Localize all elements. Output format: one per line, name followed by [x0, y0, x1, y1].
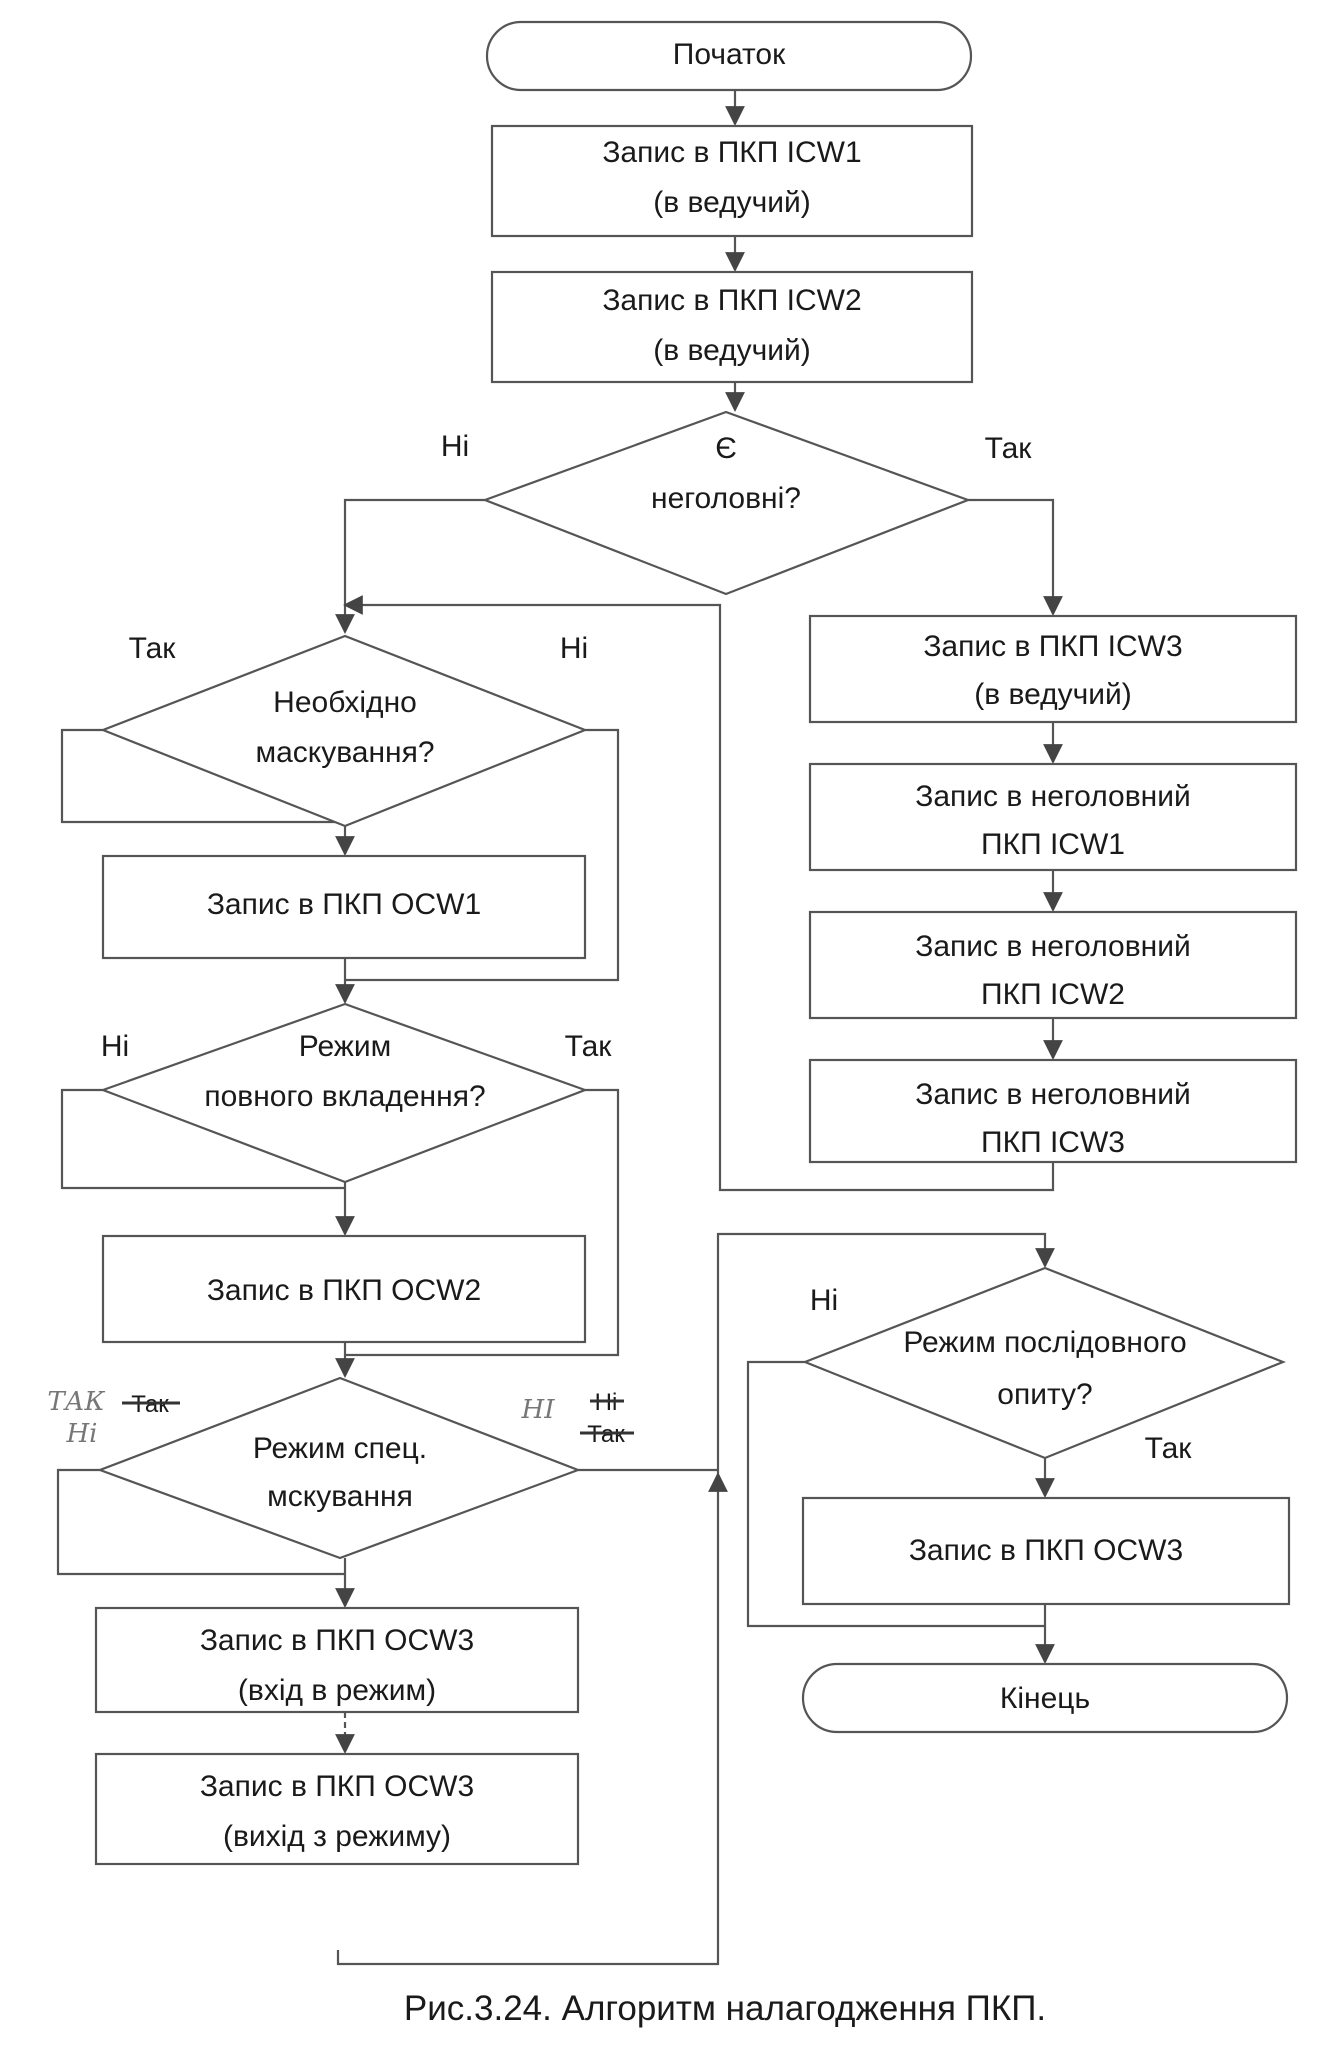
edge-labels: Ні Так Так Ні Ні Так ТАК Так Ні НІ Ні Та…: [47, 430, 1192, 1465]
node-ocw3-poll: Запис в ПКП OCW3: [801, 1496, 1291, 1606]
label-full-nest-yes: Так: [565, 1030, 613, 1063]
figure-caption: Рис.3.24. Алгоритм налагодження ПКП.: [404, 1989, 1046, 2028]
edge-exit-to-poll: [336, 1472, 728, 1966]
node-slave-icw2-line1: Запис в неголовний: [915, 930, 1191, 963]
edge-has-slaves-yes: [968, 498, 1063, 616]
decision-need-mask-line1: Необхідно: [273, 686, 417, 719]
edge-full-nest-yes: [345, 1088, 620, 1357]
node-ocw3-exit-line1: Запис в ПКП OCW3: [200, 1770, 474, 1803]
node-ocw3-exit: Запис в ПКП OCW3 (вихід з режиму): [94, 1752, 580, 1866]
node-icw2-master-line2: (в ведучий): [653, 334, 811, 367]
label-spec-mask-right-handwritten: НІ: [521, 1395, 556, 1425]
node-icw3-master-line2: (в ведучий): [974, 678, 1132, 711]
node-icw3-master-line1: Запис в ПКП ICW3: [923, 630, 1182, 663]
edge-poll-no: [746, 1360, 1045, 1628]
node-ocw3-poll-label: Запис в ПКП OCW3: [909, 1534, 1183, 1567]
decision-need-mask: Необхідно маскування?: [99, 634, 588, 828]
node-slave-icw1-line2: ПКП ICW1: [981, 828, 1125, 861]
node-ocw2: Запис в ПКП OCW2: [101, 1234, 587, 1344]
edge-need-mask-yes: [60, 728, 345, 824]
node-end-label: Кінець: [1000, 1682, 1090, 1715]
label-need-mask-no: Ні: [560, 632, 588, 665]
node-start: Початок: [485, 20, 973, 92]
decision-spec-mask: Режим спец. мскування: [96, 1376, 582, 1560]
node-ocw3-enter-line1: Запис в ПКП OCW3: [200, 1624, 474, 1657]
decision-spec-mask-line1: Режим спец.: [253, 1432, 427, 1465]
label-need-mask-yes: Так: [129, 632, 177, 665]
node-icw2-master: Запис в ПКП ICW2 (в ведучий): [490, 270, 974, 384]
node-ocw3-enter-line2: (вхід в режим): [238, 1674, 436, 1707]
node-end: Кінець: [801, 1662, 1289, 1734]
edge-full-nest-no: [60, 1088, 345, 1190]
label-has-slaves-no: Ні: [441, 430, 469, 463]
decision-full-nest-line2: повного вкладення?: [204, 1080, 485, 1113]
decision-has-slaves: Є неголовні?: [481, 410, 972, 596]
decision-poll-mode-line1: Режим послідовного: [903, 1326, 1186, 1359]
decision-full-nest-line1: Режим: [299, 1030, 392, 1063]
node-ocw3-enter: Запис в ПКП OCW3 (вхід в режим): [94, 1606, 580, 1714]
node-icw1-master: Запис в ПКП ICW1 (в ведучий): [490, 124, 974, 238]
edge-need-mask-no: [345, 728, 620, 982]
node-slave-icw3-line1: Запис в неголовний: [915, 1078, 1191, 1111]
label-poll-no: Ні: [810, 1284, 838, 1317]
node-ocw1-label: Запис в ПКП OCW1: [207, 888, 481, 921]
node-slave-icw2: Запис в неголовний ПКП ICW2: [808, 910, 1298, 1020]
decision-has-slaves-line2: неголовні?: [651, 482, 801, 515]
node-slave-icw3-line2: ПКП ICW3: [981, 1126, 1125, 1159]
label-poll-yes: Так: [1145, 1432, 1193, 1465]
label-spec-mask-left-handwritten-2: Ні: [66, 1419, 98, 1449]
edge-slaves-loop-back: [343, 595, 1055, 1192]
node-icw1-master-line1: Запис в ПКП ICW1: [602, 136, 861, 169]
decision-poll-mode: Режим послідовного опиту?: [802, 1266, 1286, 1460]
decision-has-slaves-line1: Є: [715, 432, 737, 465]
node-icw1-master-line2: (в ведучий): [653, 186, 811, 219]
label-spec-mask-left-handwritten: ТАК: [47, 1387, 105, 1417]
node-slave-icw2-line2: ПКП ICW2: [981, 978, 1125, 1011]
node-icw2-master-line1: Запис в ПКП ICW2: [602, 284, 861, 317]
decision-poll-mode-line2: опиту?: [997, 1378, 1092, 1411]
connectors: [56, 90, 1063, 1966]
decision-full-nest: Режим повного вкладення?: [99, 1002, 589, 1184]
edge-spec-mask-left: [56, 1468, 345, 1576]
label-full-nest-no: Ні: [101, 1030, 129, 1063]
node-slave-icw1-line1: Запис в неголовний: [915, 780, 1191, 813]
node-icw3-master: Запис в ПКП ICW3 (в ведучий): [808, 614, 1298, 724]
node-ocw3-exit-line2: (вихід з режиму): [223, 1820, 451, 1853]
decision-spec-mask-line2: мскування: [267, 1480, 413, 1513]
edge-join-to-poll: [716, 1232, 1055, 1474]
node-slave-icw3: Запис в неголовний ПКП ICW3: [808, 1058, 1298, 1164]
edge-has-slaves-no: [335, 498, 485, 634]
node-start-label: Початок: [673, 38, 786, 71]
node-ocw1: Запис в ПКП OCW1: [101, 854, 587, 960]
label-has-slaves-yes: Так: [985, 432, 1033, 465]
label-spec-mask-right-struck-group: Ні Так: [580, 1389, 634, 1448]
node-slave-icw1: Запис в неголовний ПКП ICW1: [808, 762, 1298, 872]
label-spec-mask-left-struck-group: Так: [122, 1391, 180, 1418]
node-ocw2-label: Запис в ПКП OCW2: [207, 1274, 481, 1307]
decision-need-mask-line2: маскування?: [255, 736, 434, 769]
